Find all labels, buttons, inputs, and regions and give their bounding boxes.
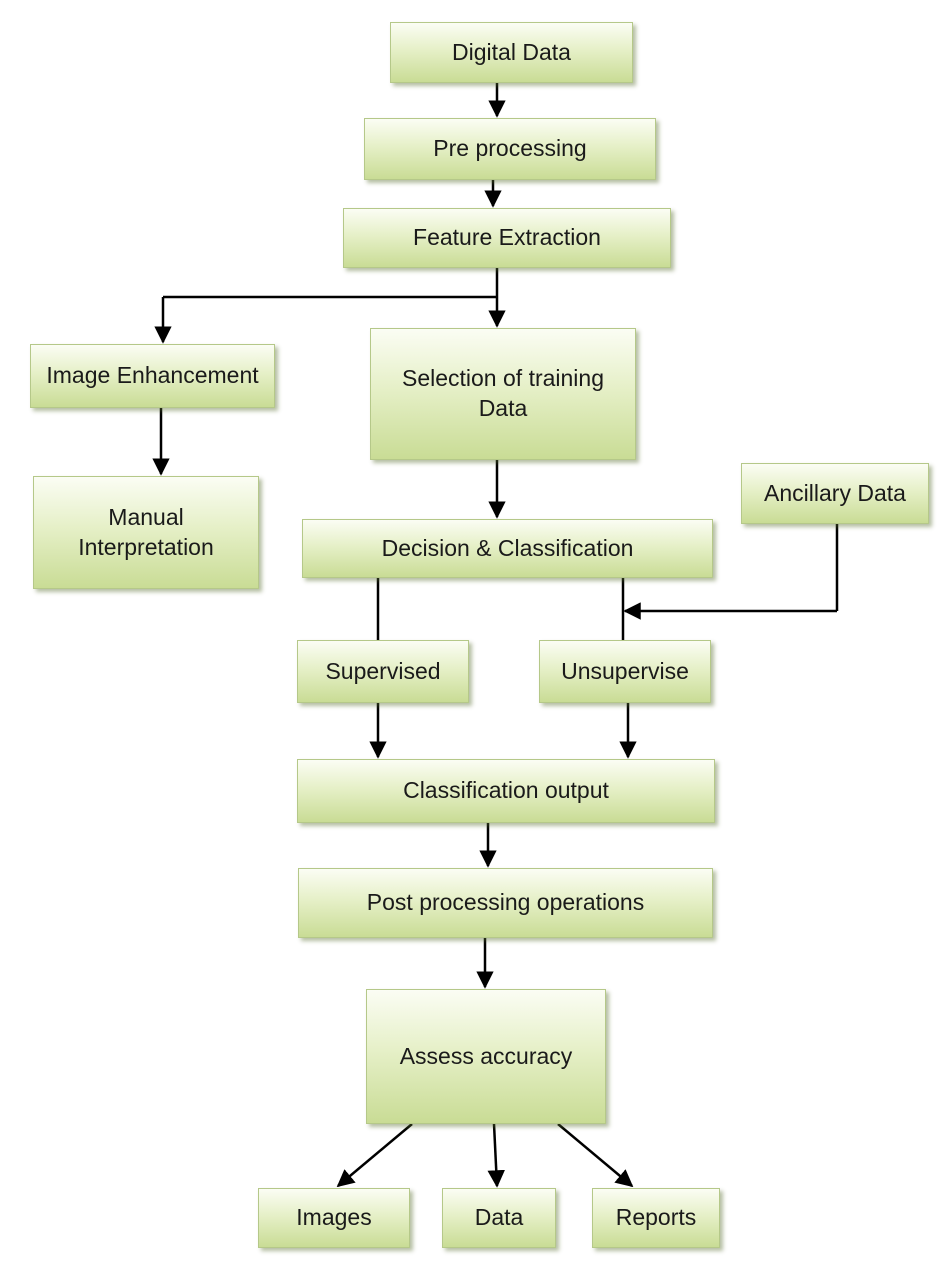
node-feature-extraction: Feature Extraction <box>343 208 671 268</box>
node-images: Images <box>258 1188 410 1248</box>
node-post-processing: Post processing operations <box>298 868 713 938</box>
arrow-assess-to-data <box>487 1123 505 1188</box>
node-classification-output: Classification output <box>297 759 715 823</box>
node-supervised: Supervised <box>297 640 469 703</box>
node-digital-data: Digital Data <box>390 22 633 83</box>
node-decision-classification: Decision & Classification <box>302 519 713 578</box>
node-assess-accuracy: Assess accuracy <box>366 989 606 1124</box>
arrow-assess-to-images <box>336 1123 413 1188</box>
node-pre-processing: Pre processing <box>364 118 656 180</box>
node-ancillary-data: Ancillary Data <box>741 463 929 524</box>
node-data: Data <box>442 1188 556 1248</box>
node-image-enhancement: Image Enhancement <box>30 344 275 408</box>
arrow-assess-to-reports <box>557 1123 634 1188</box>
node-manual-interpretation: Manual Interpretation <box>33 476 259 589</box>
node-unsupervise: Unsupervise <box>539 640 711 703</box>
node-reports: Reports <box>592 1188 720 1248</box>
node-selection-training-data: Selection of training Data <box>370 328 636 460</box>
